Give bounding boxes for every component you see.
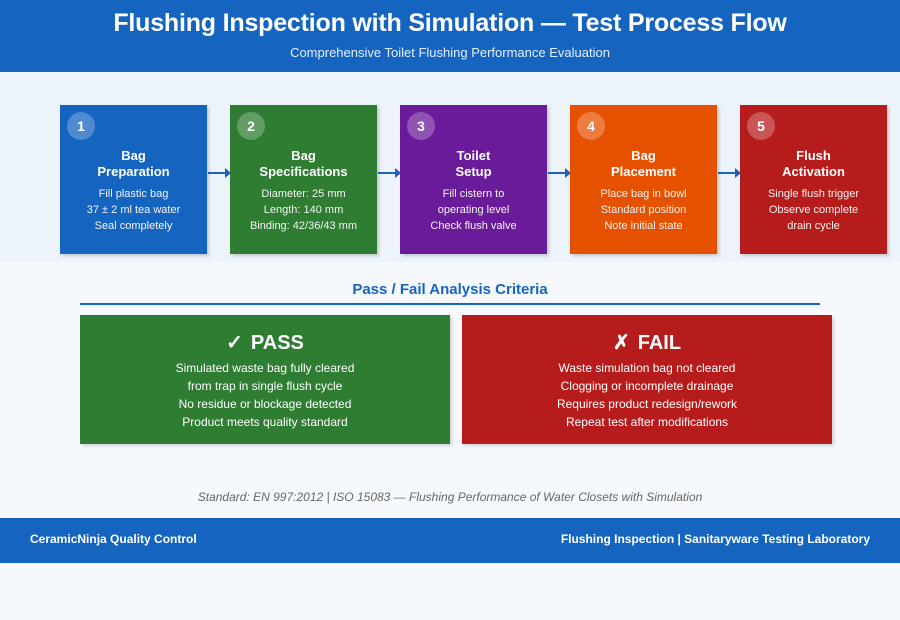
step-5-flush-activation: 5 Flush Activation Single flush trigger …: [740, 105, 887, 254]
step-2-bag-specifications: 2 Bag Specifications Diameter: 25 mm Len…: [230, 105, 377, 254]
arrow-right-icon: [718, 168, 741, 178]
step-desc-line: Diameter: 25 mm: [261, 188, 346, 200]
step-desc-line: Place bag in bowl: [600, 188, 687, 200]
standard-reference: Standard: EN 997:2012 | ISO 15083 — Flus…: [197, 490, 703, 504]
step-4-bag-placement: 4 Bag Placement Place bag in bowl Standa…: [570, 105, 717, 254]
step-desc-line: operating level: [437, 204, 510, 216]
criteria-line: No residue or blockage detected: [178, 397, 352, 411]
step-title-line1: Bag: [121, 148, 146, 163]
step-title-line1: Bag: [631, 148, 656, 163]
header-banner: Flushing Inspection with Simulation — Te…: [0, 0, 900, 72]
step-title-line1: Toilet: [456, 148, 491, 163]
criteria-line: from trap in single flush cycle: [187, 379, 343, 393]
step-title: Flush Activation: [740, 148, 887, 180]
arrow-right-icon: [378, 168, 401, 178]
step-desc-line: Observe complete: [768, 204, 859, 216]
pass-label: PASS: [250, 332, 304, 354]
criteria-line: Product meets quality standard: [182, 415, 348, 429]
step-desc-line: Seal completely: [94, 220, 173, 232]
step-description: Place bag in bowl Standard position Note…: [570, 186, 717, 234]
arrow-right-icon: [548, 168, 571, 178]
step-number-badge: 3: [407, 112, 435, 140]
step-desc-line: Binding: 42/36/43 mm: [249, 220, 357, 232]
page-subtitle: Comprehensive Toilet Flushing Performanc…: [290, 45, 610, 60]
cross-icon: ✗: [612, 332, 630, 354]
step-title-line1: Flush: [796, 148, 831, 163]
step-3-toilet-setup: 3 Toilet Setup Fill cistern to operating…: [400, 105, 547, 254]
fail-criteria-box: ✗ FAIL Waste simulation bag not cleared C…: [462, 315, 832, 444]
step-title: Bag Placement: [570, 148, 717, 180]
step-desc-line: 37 ± 2 ml tea water: [86, 204, 181, 216]
step-title: Bag Specifications: [230, 148, 377, 180]
step-desc-line: Fill cistern to: [442, 188, 505, 200]
step-title-line2: Specifications: [259, 164, 348, 179]
criteria-line: Clogging or incomplete drainage: [560, 379, 734, 393]
step-title: Toilet Setup: [400, 148, 547, 180]
step-desc-line: Note initial state: [604, 220, 683, 232]
step-title-line2: Preparation: [97, 164, 170, 179]
page-title: Flushing Inspection with Simulation — Te…: [113, 9, 787, 37]
fail-label: FAIL: [637, 332, 682, 354]
step-title-line1: Bag: [291, 148, 316, 163]
criteria-line: Simulated waste bag fully cleared: [175, 361, 355, 375]
step-desc-line: Fill plastic bag: [98, 188, 169, 200]
footer-lab-info: Flushing Inspection | Sanitaryware Testi…: [560, 532, 870, 546]
step-desc-line: Standard position: [600, 204, 687, 216]
footer-bar: CeramicNinja Quality Control Flushing In…: [0, 518, 900, 563]
footer-organization: CeramicNinja Quality Control: [30, 532, 197, 546]
step-desc-line: Single flush trigger: [767, 188, 860, 200]
step-title-line2: Activation: [782, 164, 845, 179]
step-number-badge: 4: [577, 112, 605, 140]
fail-heading: ✗ FAIL: [462, 331, 832, 355]
step-number-badge: 2: [237, 112, 265, 140]
step-title-line2: Setup: [455, 164, 492, 179]
step-number-badge: 1: [67, 112, 95, 140]
criteria-line: Requires product redesign/rework: [556, 397, 738, 411]
step-description: Fill plastic bag 37 ± 2 ml tea water Sea…: [60, 186, 207, 234]
step-title-line2: Placement: [610, 164, 677, 179]
arrow-right-icon: [208, 168, 231, 178]
pass-heading: ✓ PASS: [80, 331, 450, 355]
step-desc-line: drain cycle: [787, 220, 840, 232]
criteria-section-title: Pass / Fail Analysis Criteria: [352, 281, 548, 298]
step-1-bag-preparation: 1 Bag Preparation Fill plastic bag 37 ± …: [60, 105, 207, 254]
step-description: Diameter: 25 mm Length: 140 mm Binding: …: [230, 186, 377, 234]
pass-criteria-list: Simulated waste bag fully cleared from t…: [80, 359, 450, 431]
step-desc-line: Check flush valve: [430, 220, 517, 232]
section-divider: [80, 303, 820, 305]
checkmark-icon: ✓: [226, 332, 243, 354]
step-desc-line: Length: 140 mm: [263, 204, 344, 216]
criteria-line: Repeat test after modifications: [565, 415, 729, 429]
pass-criteria-box: ✓ PASS Simulated waste bag fully cleared …: [80, 315, 450, 444]
fail-criteria-list: Waste simulation bag not cleared Cloggin…: [462, 359, 832, 431]
step-description: Single flush trigger Observe complete dr…: [740, 186, 887, 234]
step-description: Fill cistern to operating level Check fl…: [400, 186, 547, 234]
criteria-line: Waste simulation bag not cleared: [558, 361, 736, 375]
step-number-badge: 5: [747, 112, 775, 140]
step-title: Bag Preparation: [60, 148, 207, 180]
